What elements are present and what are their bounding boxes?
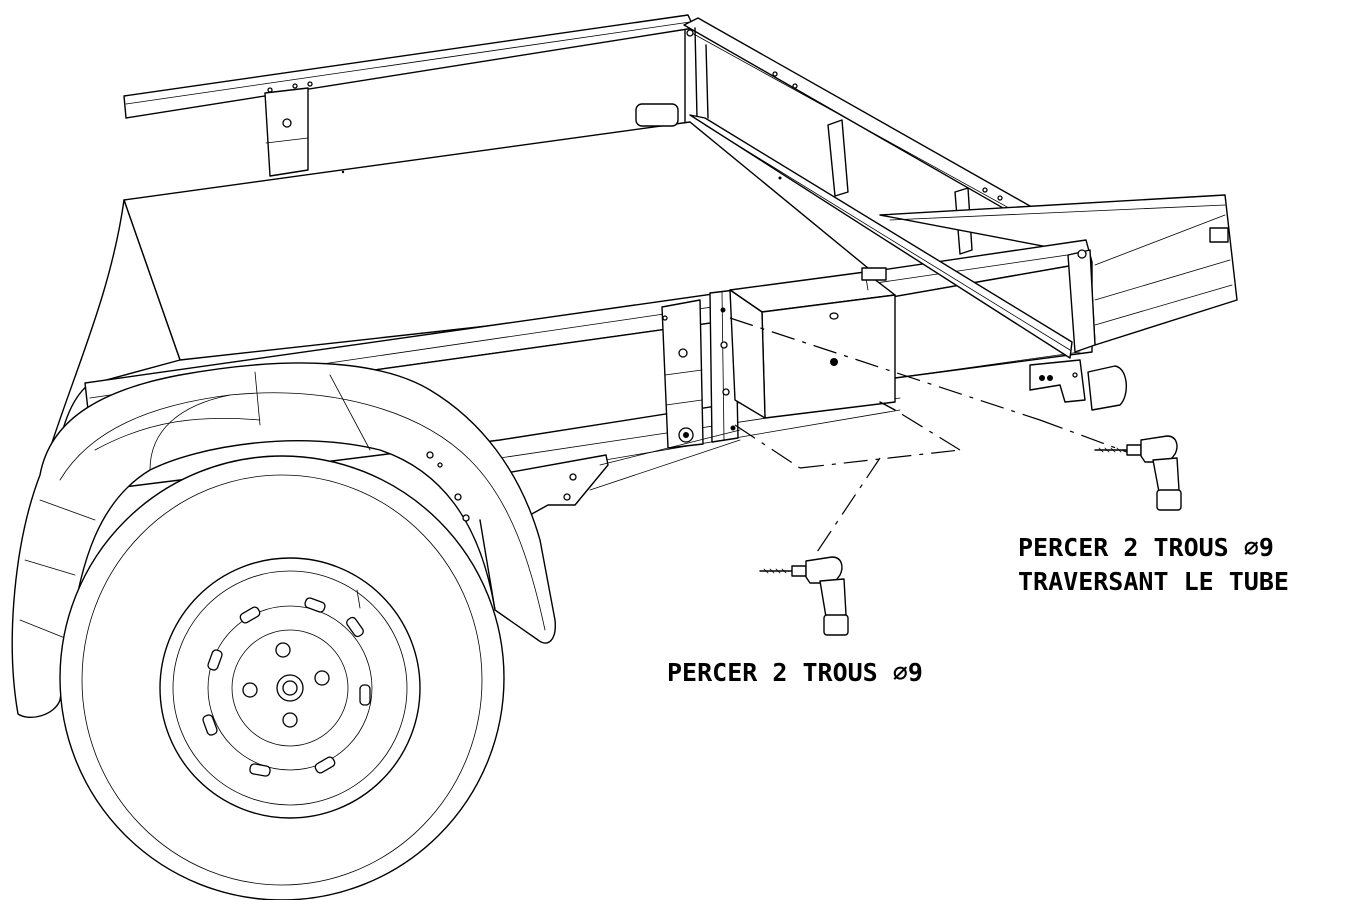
fender <box>11 362 556 718</box>
side-drill-callout: PERCER 2 TROUS ∅9 <box>667 658 923 687</box>
rear-cross-member <box>689 114 1127 411</box>
projection-lines <box>729 317 1136 556</box>
wheel <box>59 455 505 900</box>
side-brackets <box>661 289 739 449</box>
front-rail <box>123 14 695 177</box>
drill-icon <box>759 556 849 636</box>
storage-box <box>729 267 896 419</box>
rear-drill-callout-line2: TRAVERSANT LE TUBE <box>1018 567 1289 596</box>
drill-icon <box>1094 435 1182 511</box>
rear-drill-callout-line1: PERCER 2 TROUS ∅9 <box>1018 533 1274 562</box>
